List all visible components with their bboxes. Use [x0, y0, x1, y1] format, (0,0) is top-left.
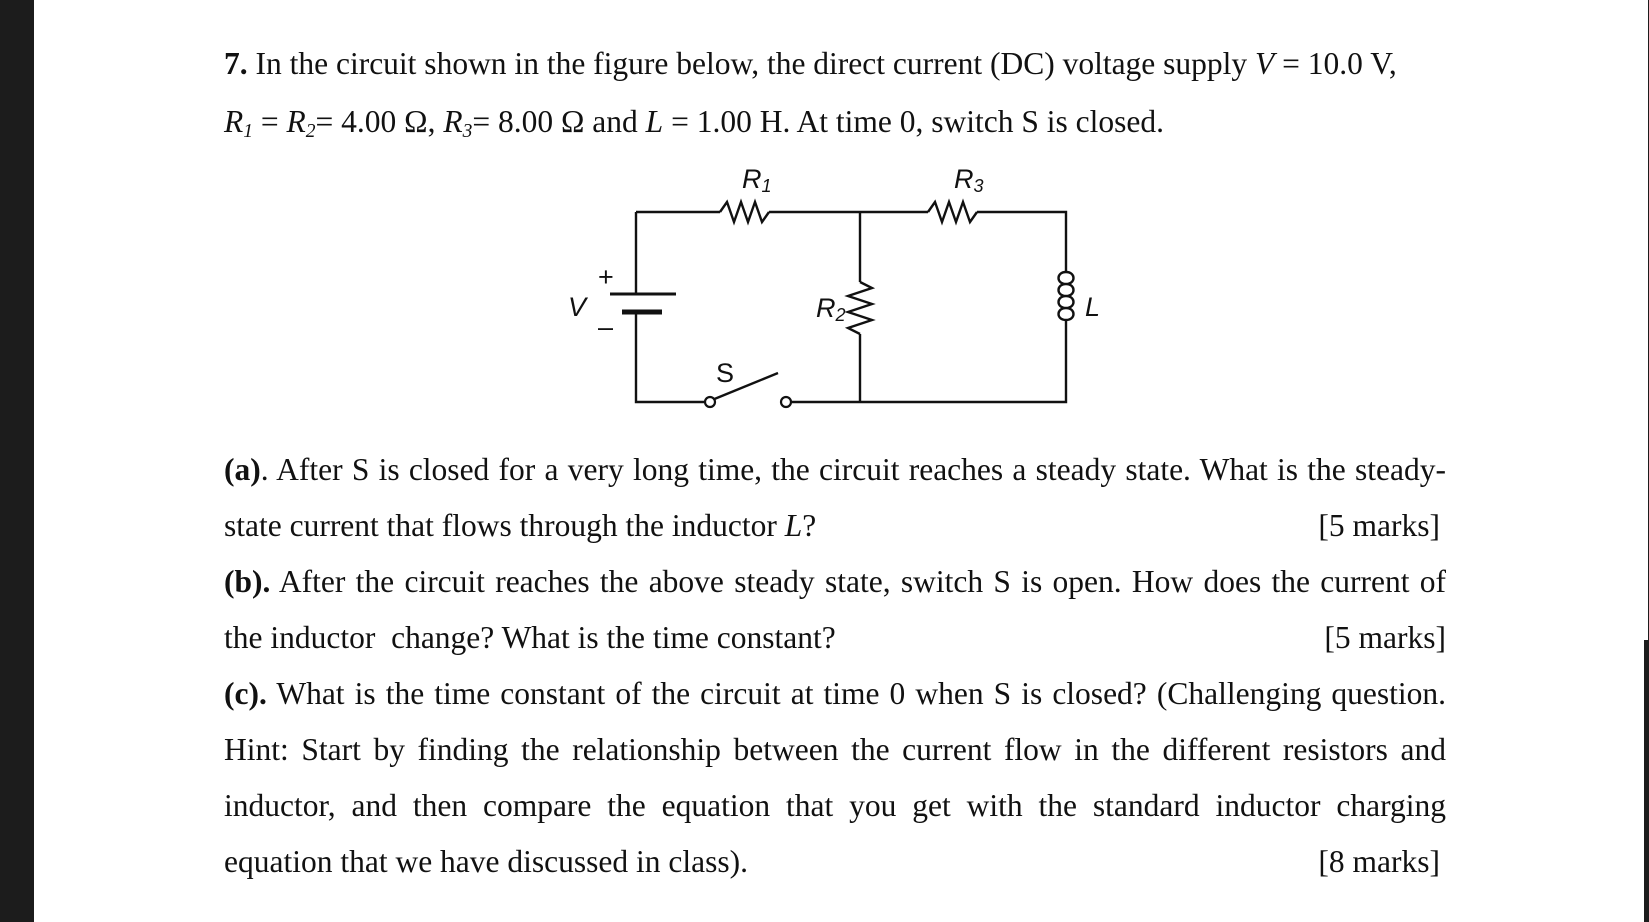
part-c-line-3: inductor, and then compare the equation … — [224, 788, 1446, 823]
part-b-line-1: (b). After the circuit reaches the above… — [224, 564, 1446, 599]
part-b-tag: (b). — [224, 564, 271, 599]
wire-top-right — [977, 210, 1068, 272]
document-page — [34, 0, 1648, 922]
inductor-coil — [1057, 270, 1075, 322]
r3-label: R3 — [954, 164, 984, 196]
part-c-line-4: equation that we have discussed in class… — [224, 844, 1440, 879]
resistor-r3 — [927, 198, 978, 226]
part-c-line-2: Hint: Start by finding the relationship … — [224, 732, 1446, 767]
r1-label: R1 — [742, 164, 772, 196]
voltage-value: = 10.0 V, — [1274, 46, 1397, 81]
question-line-2: R1 = R2= 4.00 Ω, R3= 8.00 Ω and L = 1.00… — [224, 104, 1164, 142]
resistor-r2 — [844, 280, 876, 336]
switch-contact-left — [703, 395, 717, 409]
part-c-marks: [8 marks] — [1318, 844, 1440, 879]
r2-label: R2 — [816, 293, 846, 325]
part-a-line-2: state current that flows through the ind… — [224, 508, 1440, 543]
part-c-line-1: (c). What is the time constant of the ci… — [224, 676, 1446, 711]
part-b-line-2: the inductor change? What is the time co… — [224, 620, 1446, 655]
part-c-tag: (c). — [224, 676, 267, 711]
part-b-marks: [5 marks] — [1324, 620, 1446, 655]
window-edge — [1644, 640, 1649, 922]
question-line-1: 7. In the circuit shown in the figure be… — [224, 46, 1446, 82]
part-a-line-1: (a). After S is closed for a very long t… — [224, 452, 1446, 487]
wire-bottom-right — [860, 320, 1068, 404]
part-a-marks: [5 marks] — [1318, 508, 1440, 543]
wire-bottom-left — [634, 324, 708, 404]
plus-sign: + — [598, 262, 614, 292]
resistor-r1 — [719, 198, 770, 226]
minus-sign: – — [598, 312, 613, 342]
switch-contact-right — [779, 395, 793, 409]
switch-blade — [711, 371, 779, 402]
question-number: 7. — [224, 46, 248, 81]
question-intro: In the circuit shown in the figure below… — [255, 46, 1248, 81]
part-a-tag: (a) — [224, 452, 261, 487]
l-label: L — [1085, 292, 1100, 322]
voltage-symbol: V — [1255, 46, 1275, 81]
v-label: V — [568, 292, 589, 322]
s-label: S — [716, 358, 734, 388]
